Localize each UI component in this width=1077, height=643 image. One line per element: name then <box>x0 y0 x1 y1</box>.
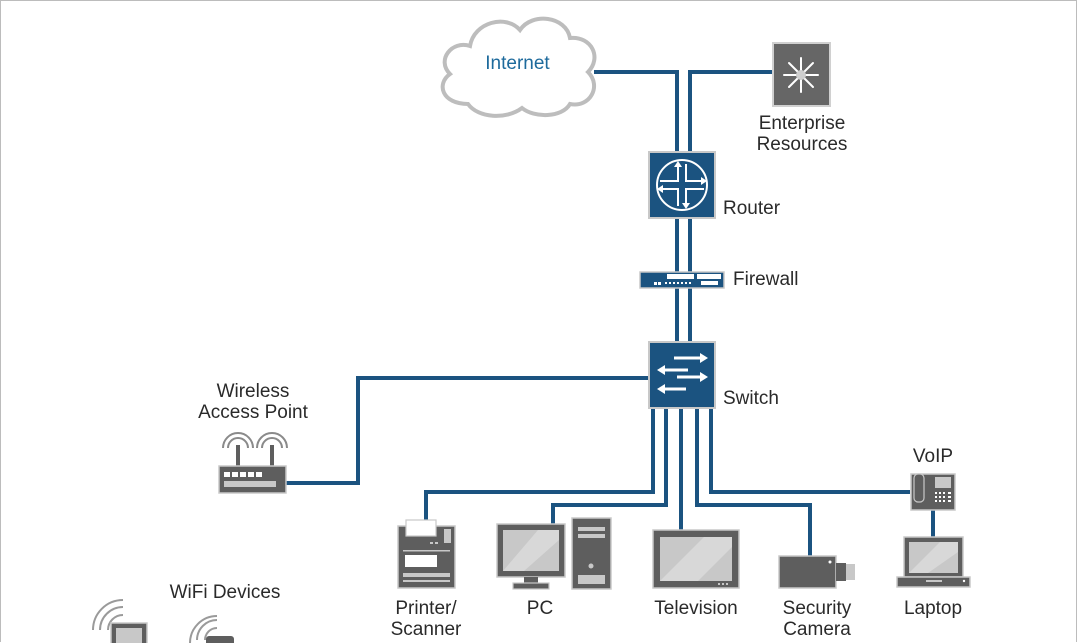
router-label: Router <box>723 198 781 219</box>
laptop-icon[interactable] <box>896 536 971 588</box>
desktop-pc-icon[interactable] <box>496 517 612 590</box>
cloud-icon[interactable] <box>440 16 597 118</box>
switch-icon[interactable] <box>648 341 716 409</box>
link-enterprise-router <box>688 70 773 152</box>
television-label: Television <box>654 598 738 619</box>
firewall-icon[interactable] <box>639 271 725 289</box>
wifi-devices-label: WiFi Devices <box>169 582 281 603</box>
link-internet-router <box>594 70 679 152</box>
voip-label: VoIP <box>912 446 954 467</box>
link-switch-wap <box>286 376 650 485</box>
printer-icon[interactable] <box>397 519 456 589</box>
television-icon[interactable] <box>652 529 740 589</box>
link-switch-pc <box>551 408 668 524</box>
enterprise-resources-label: Enterprise Resources <box>756 113 848 155</box>
security-camera-icon[interactable] <box>778 555 855 589</box>
printer-scanner-label: Printer/ Scanner <box>390 598 462 640</box>
link-switch-voip <box>709 408 910 494</box>
link-switch-camera <box>695 408 812 556</box>
security-camera-label: Security Camera <box>782 598 852 640</box>
wireless-access-point-label: Wireless Access Point <box>198 381 308 423</box>
pc-label: PC <box>526 598 554 619</box>
desk-phone-icon[interactable] <box>910 473 956 511</box>
firewall-label: Firewall <box>733 269 799 290</box>
router-icon[interactable] <box>648 151 716 219</box>
switch-label: Switch <box>723 388 779 409</box>
links <box>286 70 935 556</box>
laptop-label: Laptop <box>903 598 963 619</box>
enterprise-hub-icon[interactable] <box>772 42 831 107</box>
link-switch-printer <box>424 408 655 520</box>
wireless-router-icon[interactable] <box>218 432 288 494</box>
wifi-device-icon[interactable] <box>92 599 148 643</box>
internet-label: Internet <box>485 53 550 74</box>
wifi-device-icon[interactable] <box>189 615 234 643</box>
